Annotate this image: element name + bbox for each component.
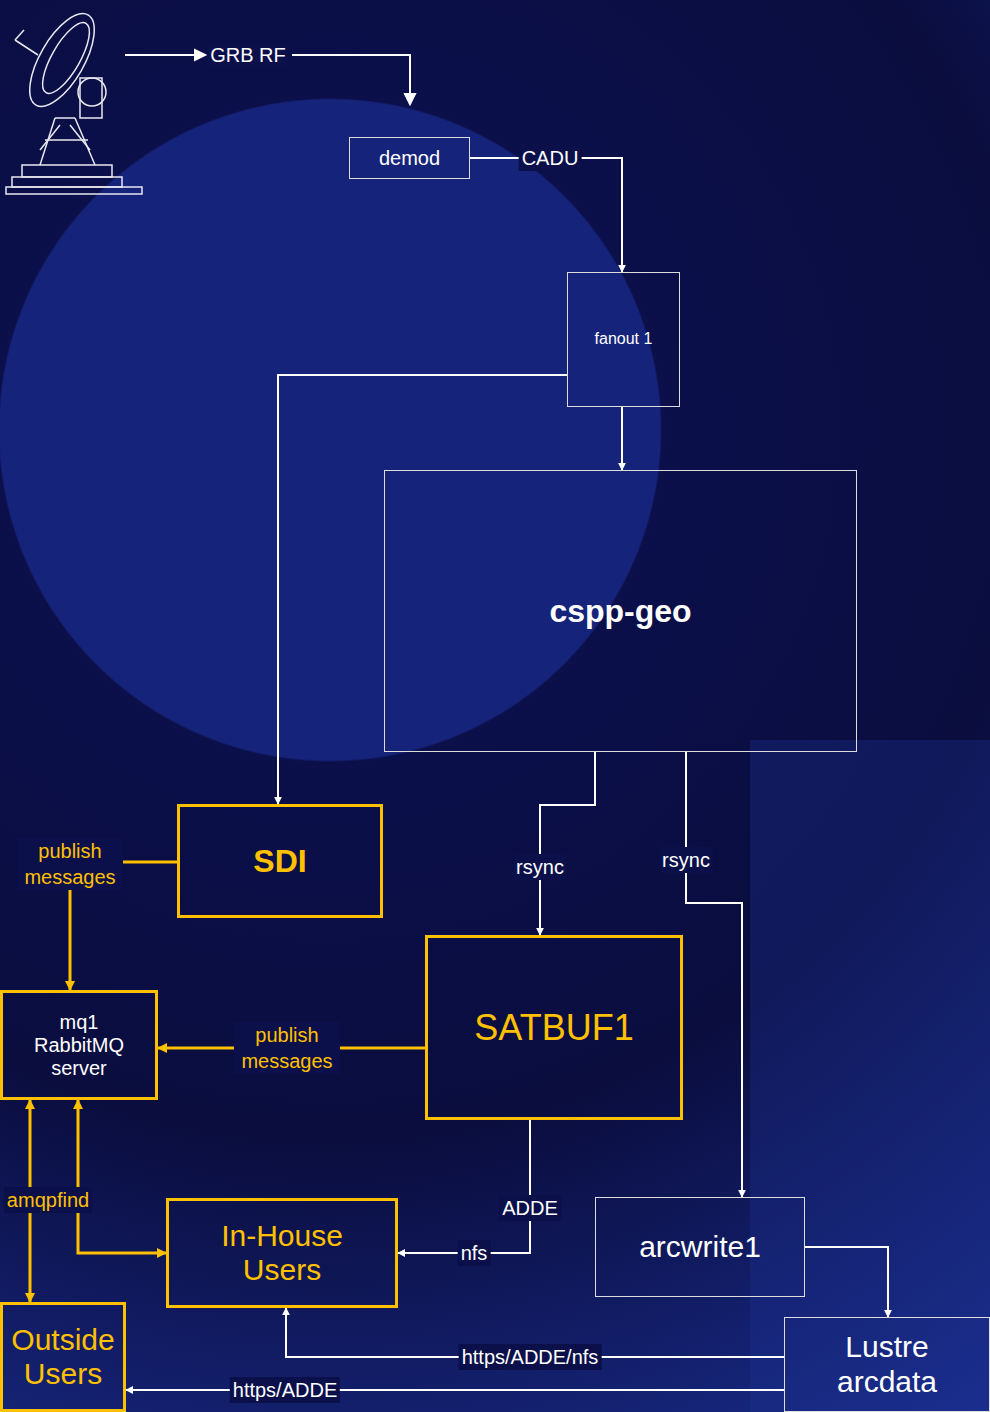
edge-label: rsync [513,854,567,880]
connector [470,158,622,272]
connector [398,1120,530,1253]
box-text: In-House Users [197,1219,367,1288]
box-text: Lustre arcdata [817,1330,957,1399]
archive-box: arcwrite1 [595,1197,805,1297]
background-panel [750,740,990,1412]
box-text: fanout 1 [595,330,653,348]
edge-label: ADDE [499,1195,561,1221]
signal-label: GRB RF [207,42,289,68]
user-box: Outside Users [0,1302,126,1412]
edge-label: CADU [519,145,582,171]
message-server-box: mq1 RabbitMQ server [0,990,158,1100]
connector [278,375,567,804]
edge-label: publish messages [234,1022,340,1074]
process-box: demod [349,137,470,179]
processing-box: cspp-geo [384,470,857,752]
connector [621,407,623,470]
box-text: cspp-geo [549,593,691,630]
server-box: SATBUF1 [425,935,683,1120]
box-text: arcwrite1 [639,1230,761,1265]
antenna-illustration [6,4,142,194]
fanout-box: fanout 1 [567,272,680,407]
server-box: SDI [177,804,383,918]
box-text: Outside Users [8,1323,118,1392]
connector [540,752,595,935]
connector [126,1389,784,1391]
edge-label: publish messages [17,838,123,890]
storage-box: Lustre arcdata [784,1317,990,1412]
edge-label: https/ADDE [230,1377,340,1403]
connector [686,752,742,1197]
connector [78,1100,166,1253]
box-text: mq1 RabbitMQ server [24,1011,134,1080]
edge-label: amqpfind [4,1187,92,1213]
signal-label: nfs [458,1240,491,1266]
box-text: SDI [253,843,306,880]
box-text: SATBUF1 [474,1007,633,1048]
connector [805,1247,888,1317]
box-text: demod [379,147,440,170]
user-box: In-House Users [166,1198,398,1308]
edge-label: rsync [659,847,713,873]
edge-label: https/ADDE/nfs [459,1344,602,1370]
